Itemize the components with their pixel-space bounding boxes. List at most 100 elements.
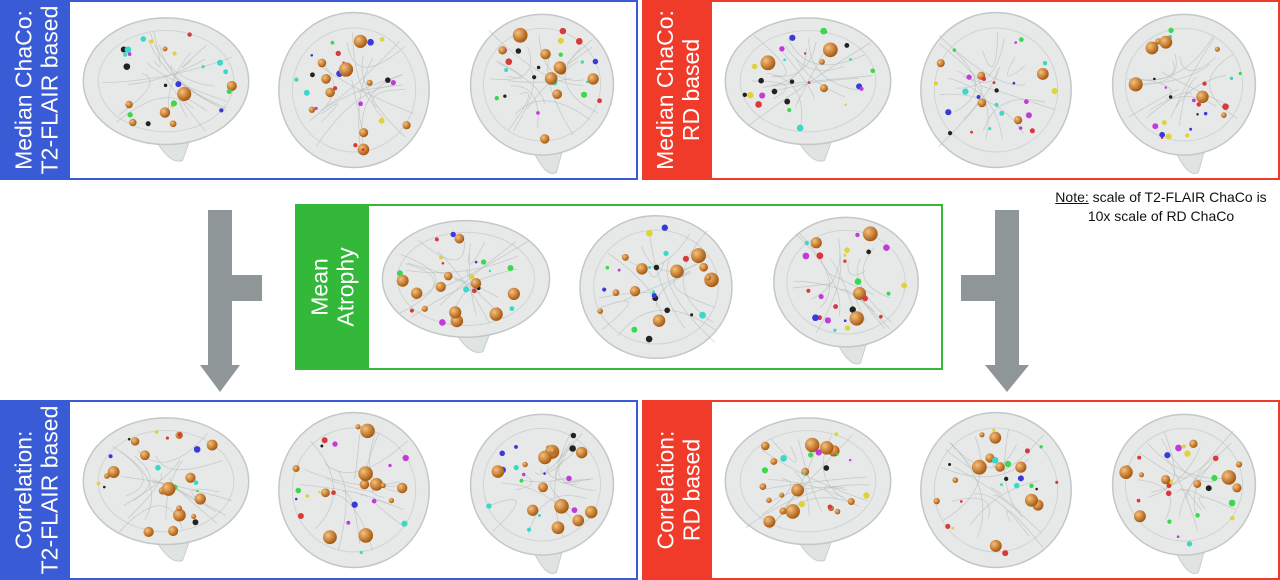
node-sphere: [1229, 76, 1234, 81]
node-sphere: [149, 39, 154, 44]
node-sphere: [366, 79, 373, 86]
node-sphere: [1232, 483, 1242, 493]
node-sphere: [798, 500, 805, 508]
panel-title-line2: Atrophy: [333, 247, 360, 327]
node-sphere: [390, 80, 396, 86]
node-sphere: [1138, 472, 1144, 478]
node-sphere: [1165, 490, 1172, 497]
node-sphere: [491, 465, 505, 478]
node-sphere: [441, 261, 445, 265]
node-sphere: [933, 497, 940, 505]
node-sphere: [503, 94, 507, 98]
node-sphere: [314, 106, 318, 111]
node-sphere: [995, 462, 1005, 472]
node-sphere: [522, 461, 528, 468]
node-sphere: [310, 72, 315, 78]
node-sphere: [992, 457, 999, 464]
node-sphere: [1029, 483, 1034, 489]
node-sphere: [226, 80, 237, 91]
node-sphere: [185, 472, 196, 483]
node-sphere: [402, 121, 411, 130]
node-sphere: [1221, 470, 1237, 485]
node-sphere: [580, 60, 584, 64]
node-sphere: [321, 437, 328, 444]
node-sphere: [597, 98, 602, 104]
node-sphere: [346, 520, 351, 525]
node-sphere: [847, 498, 855, 506]
node-sphere: [834, 432, 839, 437]
node-sphere: [1214, 46, 1220, 52]
node-sphere: [806, 288, 811, 293]
node-sphere: [785, 504, 800, 519]
node-sphere: [947, 131, 953, 136]
node-sphere: [1176, 535, 1180, 539]
node-sphere: [310, 54, 314, 57]
node-sphere: [870, 68, 876, 74]
node-sphere: [1193, 479, 1202, 488]
node-sphere: [648, 266, 652, 270]
node-sphere: [747, 91, 754, 99]
node-sphere: [351, 501, 358, 508]
panel-title-line1: Mean: [307, 258, 334, 316]
node-sphere: [162, 46, 168, 52]
node-sphere: [844, 42, 850, 48]
node-sphere: [771, 88, 778, 95]
node-sphere: [1025, 112, 1032, 119]
node-sphere: [325, 87, 335, 98]
panel-label-tab: Correlation:RD based: [644, 402, 712, 578]
node-sphere: [999, 483, 1003, 487]
node-sphere: [1024, 448, 1030, 454]
brain-sagittal-view: [82, 417, 250, 562]
note-label: Note:: [1055, 189, 1089, 205]
node-sphere: [512, 27, 528, 43]
node-sphere: [359, 550, 363, 555]
node-sphere: [824, 317, 831, 324]
scale-note: Note: scale of T2-FLAIR ChaCo is 10x sca…: [1050, 188, 1272, 226]
node-sphere: [401, 520, 408, 527]
node-sphere: [292, 464, 300, 473]
node-sphere: [549, 447, 556, 454]
node-sphere: [163, 83, 168, 88]
node-sphere: [670, 264, 684, 279]
node-sphere: [784, 98, 791, 105]
node-sphere: [353, 143, 358, 148]
node-sphere: [1055, 480, 1059, 484]
node-sphere: [962, 88, 969, 95]
node-sphere: [763, 515, 776, 528]
node-sphere: [1185, 133, 1190, 138]
node-sphere: [172, 51, 177, 56]
node-sphere: [321, 488, 330, 498]
node-sphere: [819, 84, 828, 93]
panel-title-line2: T2-FLAIR based: [36, 405, 62, 575]
node-sphere: [621, 253, 629, 261]
node-sphere: [843, 319, 847, 323]
node-sphere: [303, 89, 310, 96]
node-sphere: [834, 508, 841, 515]
node-sphere: [602, 287, 607, 292]
node-sphere: [827, 504, 833, 510]
node-sphere: [819, 58, 825, 65]
node-sphere: [575, 38, 583, 45]
node-sphere: [308, 106, 316, 113]
node-sphere: [1189, 439, 1198, 449]
node-sphere: [843, 253, 847, 257]
node-sphere: [759, 92, 766, 99]
node-sphere: [833, 328, 837, 332]
panel-median-chaco-rd: Median ChaCo:RD based: [642, 0, 1280, 180]
node-sphere: [140, 36, 147, 42]
node-sphere: [388, 463, 392, 468]
node-sphere: [331, 490, 336, 495]
node-sphere: [554, 498, 569, 514]
node-sphere: [760, 441, 770, 451]
panel-title-line2: RD based: [678, 38, 704, 142]
node-sphere: [742, 92, 748, 98]
node-sphere: [1137, 455, 1142, 460]
node-sphere: [979, 432, 985, 438]
node-sphere: [780, 455, 788, 462]
node-sphere: [378, 117, 385, 124]
node-sphere: [699, 311, 706, 319]
node-sphere: [297, 513, 304, 520]
node-sphere: [886, 291, 891, 296]
node-sphere: [663, 250, 669, 257]
